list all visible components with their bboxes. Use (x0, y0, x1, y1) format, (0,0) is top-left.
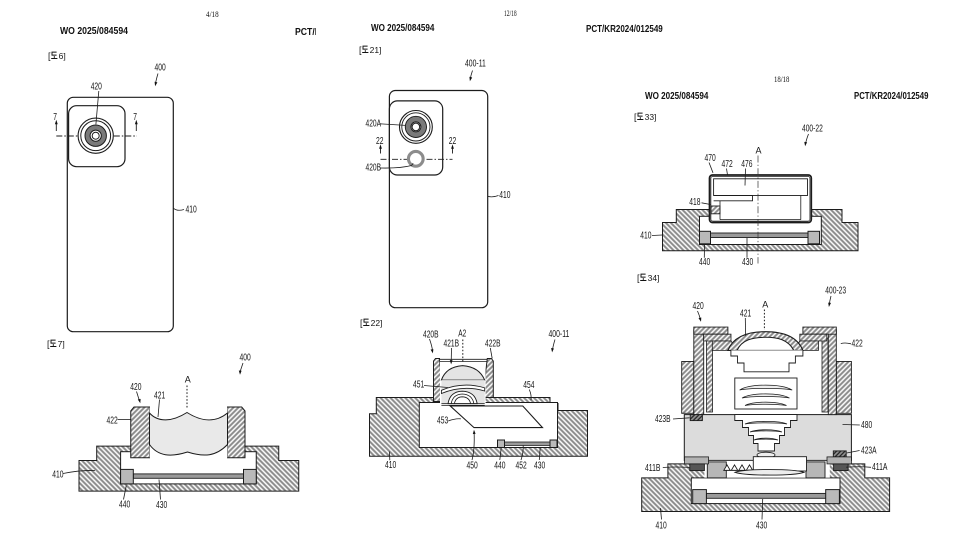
svg-text:420A: 420A (366, 118, 382, 129)
svg-text:[: [ (47, 339, 50, 349)
svg-text:A2: A2 (458, 328, 466, 339)
svg-text:410: 410 (640, 230, 651, 241)
svg-text:400-22: 400-22 (802, 124, 823, 135)
svg-text:480: 480 (861, 420, 872, 431)
svg-text:420: 420 (130, 382, 141, 393)
svg-text:440: 440 (699, 257, 710, 268)
svg-text:451: 451 (413, 379, 424, 390)
svg-text:411B: 411B (645, 463, 661, 474)
svg-text:422B: 422B (485, 338, 501, 349)
svg-text:410: 410 (52, 469, 63, 480)
svg-text:411A: 411A (872, 462, 888, 473)
svg-text:422: 422 (852, 338, 863, 349)
svg-text:6]: 6] (59, 51, 66, 61)
svg-text:A: A (762, 299, 768, 309)
svg-text:410: 410 (499, 190, 510, 201)
svg-text:400: 400 (240, 352, 251, 363)
svg-text:7: 7 (133, 112, 137, 123)
svg-text:22]: 22] (370, 318, 382, 328)
svg-text:421: 421 (740, 308, 751, 319)
svg-text:400-11: 400-11 (465, 58, 486, 69)
svg-text:7: 7 (53, 112, 57, 123)
svg-text:410: 410 (656, 521, 667, 532)
svg-text:430: 430 (756, 521, 767, 532)
svg-text:418: 418 (689, 197, 700, 208)
svg-text:423A: 423A (861, 446, 877, 457)
svg-text:33]: 33] (645, 112, 657, 122)
svg-text:7]: 7] (58, 339, 65, 349)
svg-text:472: 472 (722, 159, 733, 170)
svg-text:476: 476 (741, 159, 752, 170)
svg-text:420: 420 (91, 82, 102, 93)
svg-text:450: 450 (467, 460, 478, 471)
svg-text:21]: 21] (369, 45, 381, 55)
svg-text:430: 430 (742, 257, 753, 268)
svg-text:[: [ (359, 45, 362, 55)
svg-text:440: 440 (119, 499, 130, 510)
svg-text:400-23: 400-23 (825, 286, 846, 297)
svg-text:430: 430 (534, 460, 545, 471)
svg-text:22: 22 (449, 136, 457, 147)
svg-text:423B: 423B (655, 414, 671, 425)
svg-text:452: 452 (516, 460, 527, 471)
svg-text:[: [ (48, 51, 51, 61)
svg-text:430: 430 (156, 500, 167, 511)
svg-text:A: A (185, 375, 191, 385)
svg-text:400-11: 400-11 (549, 329, 570, 340)
svg-text:440: 440 (494, 460, 505, 471)
svg-text:454: 454 (523, 380, 534, 391)
svg-text:420B: 420B (366, 163, 382, 174)
svg-text:420B: 420B (423, 329, 439, 340)
svg-text:453: 453 (437, 415, 448, 426)
svg-text:[: [ (634, 112, 637, 122)
svg-text:470: 470 (705, 153, 716, 164)
svg-text:421B: 421B (444, 338, 460, 349)
svg-text:[: [ (637, 273, 640, 283)
svg-text:410: 410 (385, 460, 396, 471)
svg-text:400: 400 (155, 62, 166, 73)
svg-text:22: 22 (376, 136, 384, 147)
svg-text:34]: 34] (647, 273, 659, 283)
svg-text:421: 421 (154, 390, 165, 401)
svg-text:422: 422 (107, 415, 118, 426)
svg-text:[: [ (360, 318, 363, 328)
svg-text:410: 410 (186, 204, 197, 215)
svg-text:420: 420 (693, 301, 704, 312)
svg-text:A: A (756, 146, 762, 156)
